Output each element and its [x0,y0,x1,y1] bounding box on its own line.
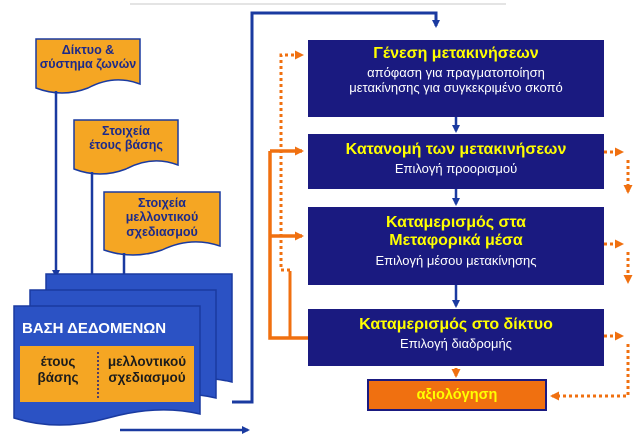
input-doc-network [35,38,141,94]
step-assignment-subtitle: Επιλογή διαδρομής [400,336,512,352]
step-generation-title: Γένεση μετακινήσεων [373,45,539,62]
step-box-modal-split [308,207,604,285]
step-distribution: Κατανομή των μετακινήσεων Επιλογή προορι… [308,141,604,177]
step-modal-split-subtitle: Επιλογή μέσου μετακίνησης [375,252,537,268]
step-box-generation [308,40,604,117]
feedback-main-line [268,151,308,340]
input-label-network: Δίκτυο &σύστημα ζωνών [39,43,137,72]
db-to-pipeline-line [232,11,440,404]
step-generation: Γένεση μετακινήσεων απόφαση για πραγματο… [308,45,604,96]
input-doc-future [103,191,221,256]
step-assignment-title: Καταμερισμός στο δίκτυο [359,316,553,333]
step-box-distribution [308,134,604,189]
step-box-assignment [308,309,604,366]
input-doc-base-year [73,119,179,175]
step-assignment: Καταμερισμός στο δίκτυο Επιλογή διαδρομή… [308,316,604,352]
step-distribution-title: Κατανομή των μετακινήσεων [345,141,567,158]
db-columns-panel [20,346,194,402]
database-title: ΒΑΣΗ ΔΕΔΟΜΕΝΩΝ [22,320,167,337]
dotted-feedback-to-generation [279,50,304,272]
evaluation-label: αξιολόγηση [416,387,498,403]
dotted-back-to-evaluation [550,344,630,401]
evaluation-box [367,379,547,411]
step-distribution-subtitle: Επιλογή προορισμού [394,161,518,177]
